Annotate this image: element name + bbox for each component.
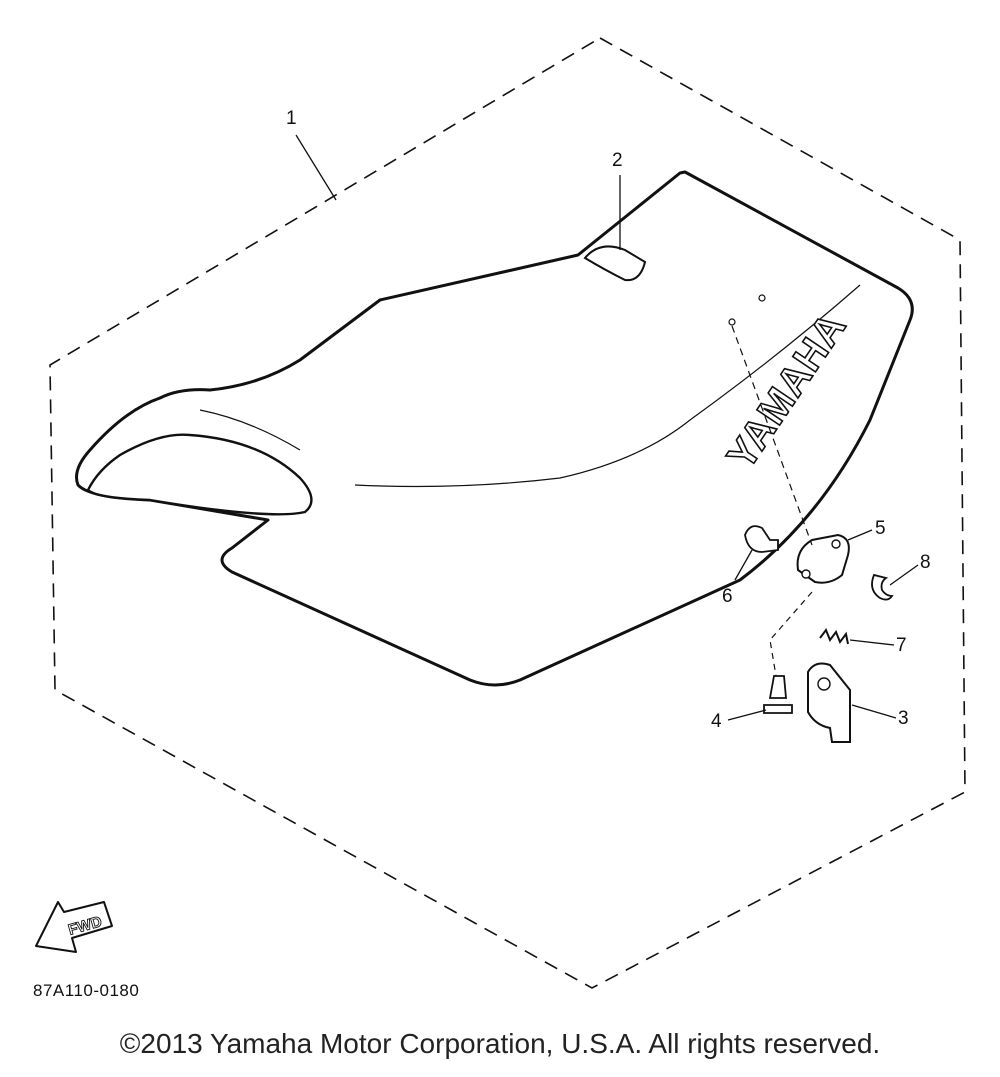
callout-7: 7 [896,635,907,656]
callout-8: 8 [920,552,931,573]
callout-1: 1 [286,108,297,129]
bracket-hole [831,539,841,549]
part-clip [871,573,894,601]
forward-arrow-icon: FWD [35,901,113,953]
callout-2: 2 [612,150,623,171]
leader-line-1 [295,134,337,201]
seat-contour-line [354,284,861,488]
diagram-reference-code: 87A110-0180 [33,981,140,1000]
leader-line-3 [851,704,897,719]
assembly-boundary [49,37,966,989]
seat-contour-line [199,409,301,451]
part-bolt [744,525,779,553]
bracket-hole [801,569,811,579]
callout-5: 5 [875,518,886,539]
alignment-line [731,325,813,546]
catch-detail [817,677,831,691]
leader-line-6 [734,549,753,581]
mounting-hole [758,294,766,302]
callout-3: 3 [898,708,909,729]
leader-line-4 [727,709,767,721]
copyright-notice: ©2013 Yamaha Motor Corporation, U.S.A. A… [119,1028,881,1059]
callout-6: 6 [722,586,733,607]
seat-strap [583,245,647,282]
leader-line-8 [889,564,919,586]
alignment-line [769,591,813,677]
leader-line-7 [849,639,895,646]
part-seat-catch [807,662,851,743]
callout-4: 4 [711,711,722,732]
part-screw [763,675,793,714]
leader-line-5 [847,529,873,541]
seat-recess [86,433,313,516]
mounting-hole [728,318,736,326]
seat-parts-diagram: YAMAHA 1 2 3 4 5 6 7 8 FWD [35,37,966,989]
part-spring [819,627,849,645]
